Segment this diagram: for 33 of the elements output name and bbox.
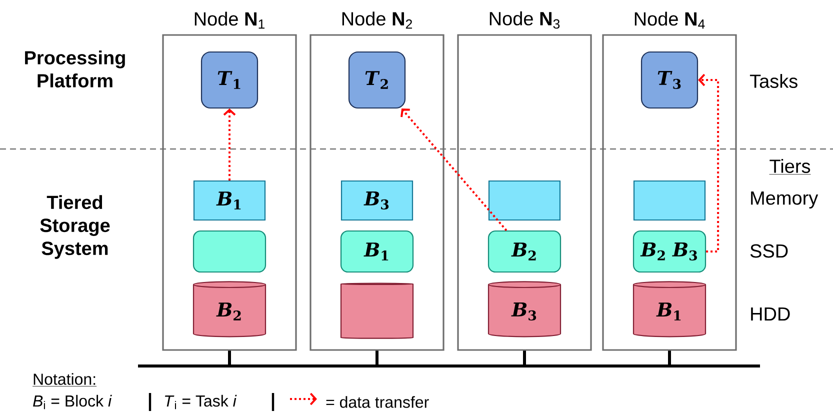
row-label: HDD	[751, 307, 790, 321]
notation-heading: Notation:	[32, 373, 97, 386]
hdd-cylinder: B$_{1}$	[632, 281, 706, 338]
memory-box: B$_{1}$	[193, 180, 266, 221]
memory-box	[488, 180, 561, 221]
node-label: Node N$_{4}$	[634, 12, 705, 29]
task-box: T$_{2}$	[348, 51, 406, 109]
node-label: Node N$_{1}$	[194, 12, 265, 29]
arrow	[400, 108, 508, 232]
notation-text: T$_{i}$ = Task i	[164, 394, 237, 410]
hdd-cylinder	[340, 282, 414, 339]
hdd-cylinder: B$_{3}$	[488, 281, 562, 338]
hdd-cylinder: B$_{2}$	[192, 281, 266, 338]
column-heading: Tiers	[769, 159, 811, 175]
row-heading: Tiered Storage System	[40, 195, 110, 259]
node-label: Node N$_{3}$	[490, 11, 560, 29]
ssd-box	[192, 230, 266, 273]
task-box: T$_{3}$	[640, 51, 698, 109]
memory-box	[633, 180, 706, 221]
arrow	[223, 108, 236, 180]
row-label: Tasks	[750, 74, 798, 88]
memory-box: B$_{3}$	[340, 180, 414, 221]
row-label: SSD	[750, 244, 788, 258]
ssd-box: B$_{2}$	[488, 230, 562, 273]
row-label: Memory	[751, 192, 818, 208]
task-box: T$_{1}$	[200, 51, 258, 109]
legend-text: = data transfer	[326, 396, 429, 408]
arrow	[698, 74, 720, 252]
ssd-box: B$_{2}$ B$_{3}$	[632, 230, 706, 273]
ssd-box: B$_{1}$	[340, 230, 414, 273]
node-label: Node N$_{2}$	[342, 12, 412, 29]
row-heading: Processing Platform	[25, 50, 125, 88]
notation-text: B$_{i}$ = Block i	[33, 394, 112, 410]
